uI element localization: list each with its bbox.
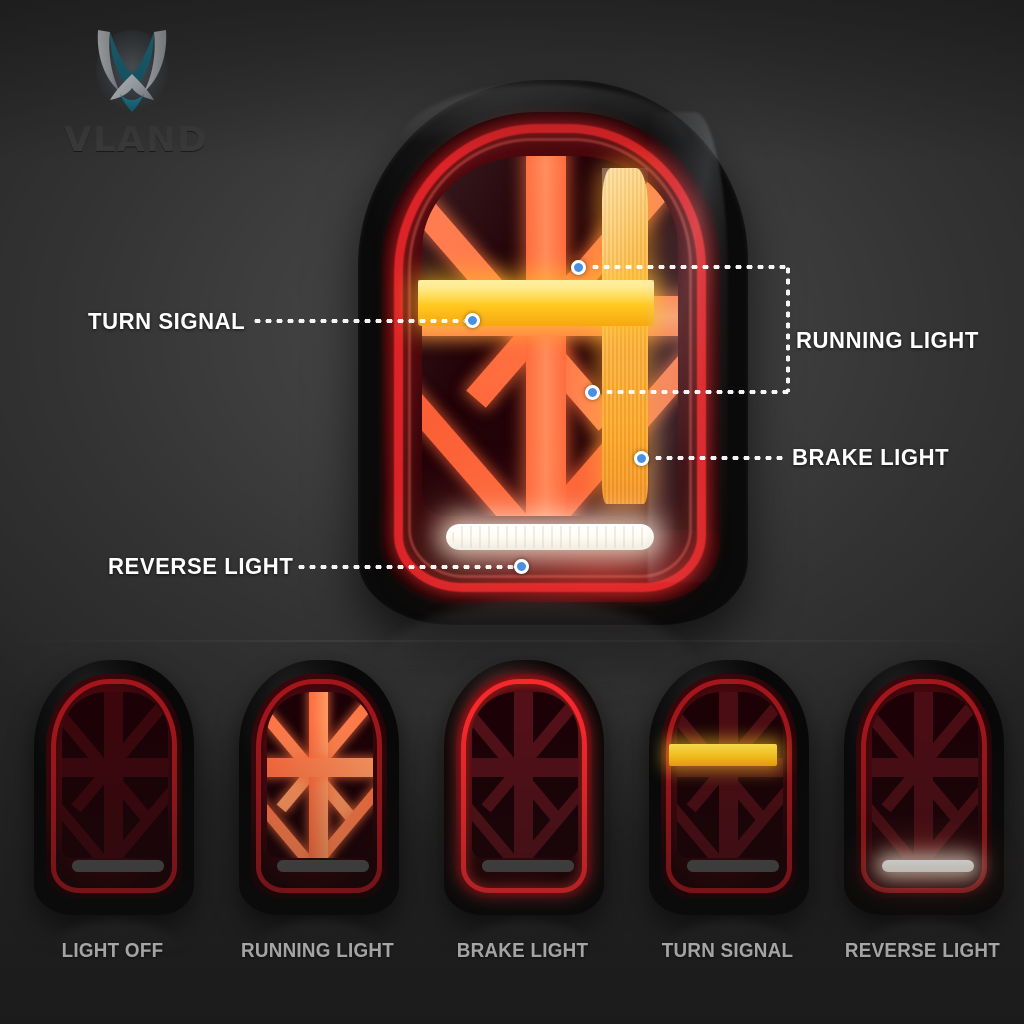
leader-line-running-light-upper xyxy=(590,265,790,269)
thumb-jack-horizontal xyxy=(267,758,373,777)
reverse-light-bar xyxy=(446,524,654,550)
marker-running-light-lower xyxy=(585,385,600,400)
thumb-brake-ring xyxy=(51,679,177,893)
thumb-union-jack-pattern xyxy=(62,692,168,858)
mode-thumbnail-turn-signal[interactable]: TURN SIGNAL xyxy=(625,648,830,962)
mode-thumbnail-reverse-light[interactable]: REVERSE LIGHT xyxy=(820,648,1024,962)
brand-wordmark: VLAND xyxy=(63,120,209,160)
floor-horizon-line xyxy=(0,640,1024,642)
thumb-union-jack-pattern xyxy=(872,692,978,858)
lens-inner-edge xyxy=(408,138,692,578)
leader-line-turn-signal xyxy=(252,319,474,323)
mode-thumbnail-row: LIGHT OFF RUNNING LIGHT xyxy=(0,648,1024,1024)
thumb-reverse-bar xyxy=(687,860,779,872)
mode-caption-turn-signal: TURN SIGNAL xyxy=(661,940,794,962)
brand-logo: VLAND xyxy=(58,24,248,160)
bracket-line-running-light xyxy=(786,265,790,392)
thumb-reverse-bar xyxy=(72,860,164,872)
mode-caption-reverse-light: REVERSE LIGHT xyxy=(844,940,1001,962)
mode-caption-light-off: LIGHT OFF xyxy=(61,940,164,962)
thumb-reverse-bar xyxy=(882,860,974,872)
mode-thumbnail-brake-light[interactable]: BRAKE LIGHT xyxy=(420,648,625,962)
mode-caption-brake-light: BRAKE LIGHT xyxy=(456,940,589,962)
brake-light-ring xyxy=(394,124,706,592)
vland-wing-logo-icon xyxy=(96,30,168,112)
thumb-brake-ring xyxy=(861,679,987,893)
thumb-reverse-bar xyxy=(482,860,574,872)
thumb-union-jack-pattern xyxy=(677,692,783,858)
mode-thumbnail-running-light[interactable]: RUNNING LIGHT xyxy=(215,648,420,962)
callout-label-brake-light: BRAKE LIGHT xyxy=(792,444,950,470)
leader-line-brake-light xyxy=(653,456,783,460)
marker-brake-light xyxy=(634,451,649,466)
leader-line-running-light-lower xyxy=(604,390,790,394)
main-tail-light-product-image xyxy=(330,72,780,632)
thumb-brake-ring xyxy=(256,679,382,893)
jack-vertical-bar xyxy=(526,156,566,516)
thumb-jack-horizontal xyxy=(472,758,578,777)
callout-label-turn-signal: TURN SIGNAL xyxy=(88,308,246,334)
turn-signal-bar xyxy=(418,280,654,326)
housing-side-highlight xyxy=(648,112,728,582)
leader-line-reverse-light xyxy=(296,565,522,569)
marker-reverse-light xyxy=(514,559,529,574)
thumb-brake-ring xyxy=(461,679,587,893)
marker-turn-signal xyxy=(465,313,480,328)
callout-label-reverse-light: REVERSE LIGHT xyxy=(108,553,294,579)
thumb-turn-signal-bar xyxy=(669,744,777,766)
marker-running-light-upper xyxy=(571,260,586,275)
thumb-union-jack-pattern xyxy=(267,692,373,858)
callout-label-running-light: RUNNING LIGHT xyxy=(796,327,979,353)
thumb-jack-horizontal xyxy=(872,758,978,777)
thumb-brake-ring xyxy=(666,679,792,893)
running-light-strip xyxy=(602,168,648,504)
mode-caption-running-light: RUNNING LIGHT xyxy=(240,940,395,962)
mode-thumbnail-light-off[interactable]: LIGHT OFF xyxy=(10,648,215,962)
thumb-reverse-bar xyxy=(277,860,369,872)
thumb-union-jack-pattern xyxy=(472,692,578,858)
thumb-jack-horizontal xyxy=(62,758,168,777)
